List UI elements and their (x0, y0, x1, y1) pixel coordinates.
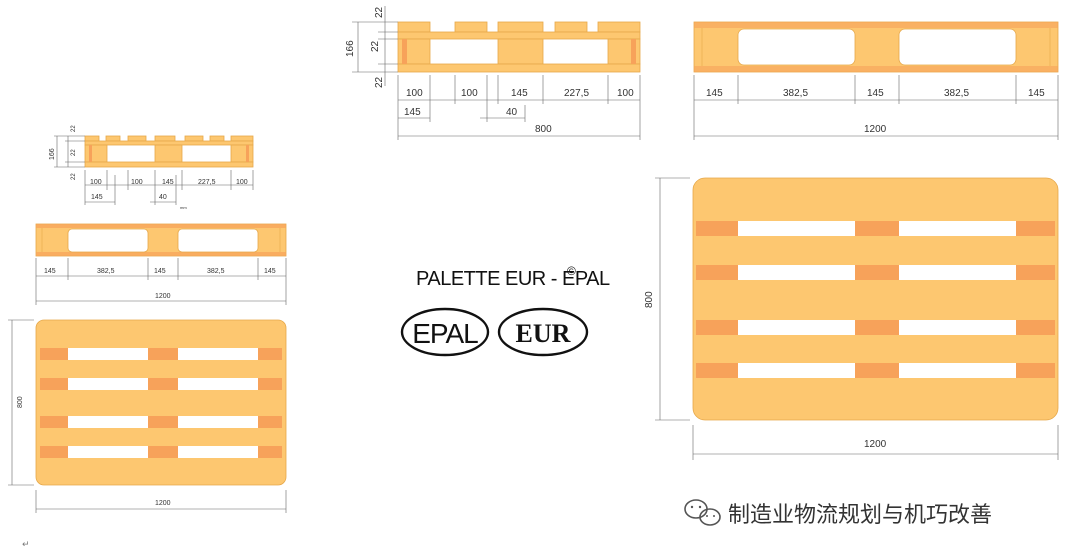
small-top-view (35, 319, 287, 486)
large-top-length: 1200 (864, 439, 887, 450)
large-width-label: 800 (535, 124, 552, 135)
large-side-view (693, 21, 1059, 73)
small-plank-mid-label: 22 (71, 149, 77, 156)
small-side-w382-b: 382,5 (207, 268, 225, 275)
small-height-dims (54, 135, 85, 168)
large-height-dims (352, 6, 398, 86)
small-w100-a: 100 (90, 179, 102, 186)
epal-logo: EPAL (400, 307, 490, 357)
diagram-title: PALETTE EUR - EPAL (416, 268, 610, 290)
large-side-w145-b: 145 (867, 88, 884, 99)
large-w100-a: 100 (406, 88, 423, 99)
small-w100-c: 100 (236, 179, 248, 186)
small-unit: mm (180, 205, 187, 210)
small-plank-top-label: 22 (71, 125, 77, 132)
large-plank-bot-label: 22 (374, 76, 385, 88)
large-gap40: 40 (506, 107, 518, 118)
large-w100-c: 100 (617, 88, 634, 99)
large-end-view (397, 21, 641, 73)
small-top-width: 800 (17, 396, 24, 408)
small-w145-b: 145 (91, 194, 103, 201)
small-w100-b: 100 (131, 179, 143, 186)
large-width-dims (397, 75, 641, 140)
large-side-length: 1200 (864, 124, 887, 135)
eur-logo: EUR (497, 307, 589, 357)
watermark: 制造业物流规划与机巧改善 (684, 499, 992, 528)
large-side-w145-a: 145 (706, 88, 723, 99)
small-w227: 227,5 (198, 179, 216, 186)
small-width-dims (84, 170, 254, 205)
large-top-view (692, 177, 1059, 421)
large-plank-top-label: 22 (374, 6, 385, 18)
large-side-dims (693, 75, 1059, 140)
return-mark: ↵ (22, 540, 30, 550)
small-plank-bot-label: 22 (71, 173, 77, 180)
small-w145: 145 (162, 179, 174, 186)
large-side-w145-c: 145 (1028, 88, 1045, 99)
large-w145: 145 (511, 88, 528, 99)
wechat-icon (684, 499, 721, 526)
title-copyright-mark: © (567, 264, 576, 278)
large-side-w382-b: 382,5 (944, 88, 969, 99)
small-side-w145-c: 145 (264, 268, 276, 275)
small-height-label: 166 (49, 148, 56, 160)
title-text: PALETTE EUR - EPAL (416, 268, 610, 290)
large-height-label: 166 (345, 40, 356, 57)
small-gap40: 40 (159, 194, 167, 201)
small-side-length: 1200 (155, 293, 171, 300)
large-w227: 227,5 (564, 88, 589, 99)
small-side-w145-b: 145 (154, 268, 166, 275)
large-top-dims (655, 177, 1059, 460)
small-side-dims (35, 258, 287, 305)
watermark-text: 制造业物流规划与机巧改善 (728, 503, 992, 528)
small-top-dims (8, 319, 287, 513)
large-w145-b: 145 (404, 107, 421, 118)
large-w100-b: 100 (461, 88, 478, 99)
small-side-view (35, 223, 287, 257)
small-side-w145-a: 145 (44, 268, 56, 275)
small-drawing: 166 22 22 22 100 100 145 227,5 100 145 4… (8, 125, 287, 513)
small-side-w382-a: 382,5 (97, 268, 115, 275)
small-top-length: 1200 (155, 500, 171, 507)
large-side-w382-a: 382,5 (783, 88, 808, 99)
large-top-width: 800 (644, 291, 655, 308)
small-end-view (84, 135, 254, 168)
epal-logo-text: EPAL (412, 318, 478, 349)
eur-logo-text: EUR (516, 319, 571, 348)
large-plank-mid-label: 22 (370, 40, 381, 52)
